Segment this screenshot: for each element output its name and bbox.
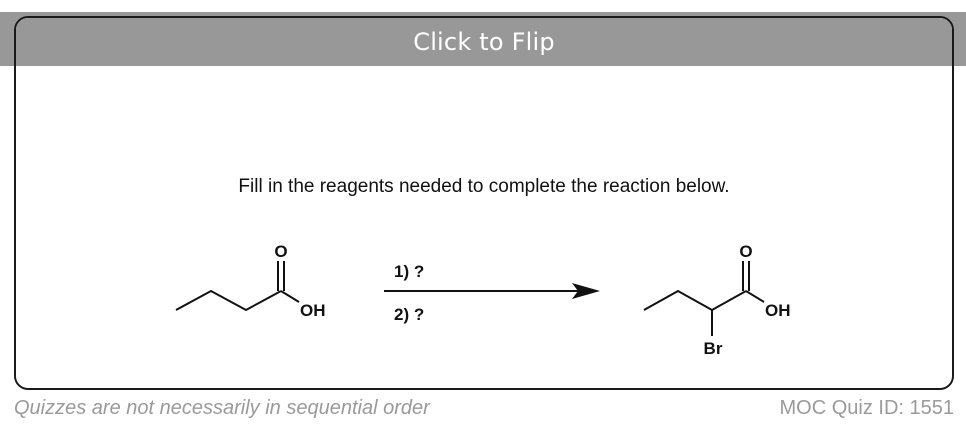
reaction-arrowhead xyxy=(572,283,600,299)
product-chain-bonds xyxy=(643,289,747,312)
reagent-step-2: 2) ? xyxy=(394,305,424,324)
question-text: Fill in the reagents needed to complete … xyxy=(238,176,730,197)
product-structure: O OH Br xyxy=(643,242,791,358)
reaction-scheme: O OH 1) ? 2) ? O OH Br xyxy=(175,242,791,358)
reactant-chain-bonds xyxy=(175,289,282,312)
footer-order-note: Quizzes are not necessarily in sequentia… xyxy=(14,397,430,419)
product-c-oh-bond xyxy=(745,290,765,303)
reactant-structure: O OH xyxy=(175,242,326,320)
reactant-hydroxyl: OH xyxy=(300,301,326,320)
product-carbonyl-oxygen: O xyxy=(739,242,752,261)
flashcard[interactable]: Click to Flip Fill in the reagents neede… xyxy=(14,16,954,390)
click-to-flip-button[interactable]: Click to Flip xyxy=(16,18,952,66)
reactant-carbonyl-oxygen: O xyxy=(274,242,287,261)
flip-label: Click to Flip xyxy=(413,28,555,56)
reaction-arrow-group: 1) ? 2) ? xyxy=(384,262,600,324)
reactant-c-oh-bond xyxy=(280,290,300,303)
product-hydroxyl: OH xyxy=(765,301,791,320)
product-bromine: Br xyxy=(704,339,723,358)
footer-quiz-id: MOC Quiz ID: 1551 xyxy=(779,397,954,419)
reagent-step-1: 1) ? xyxy=(394,262,424,281)
